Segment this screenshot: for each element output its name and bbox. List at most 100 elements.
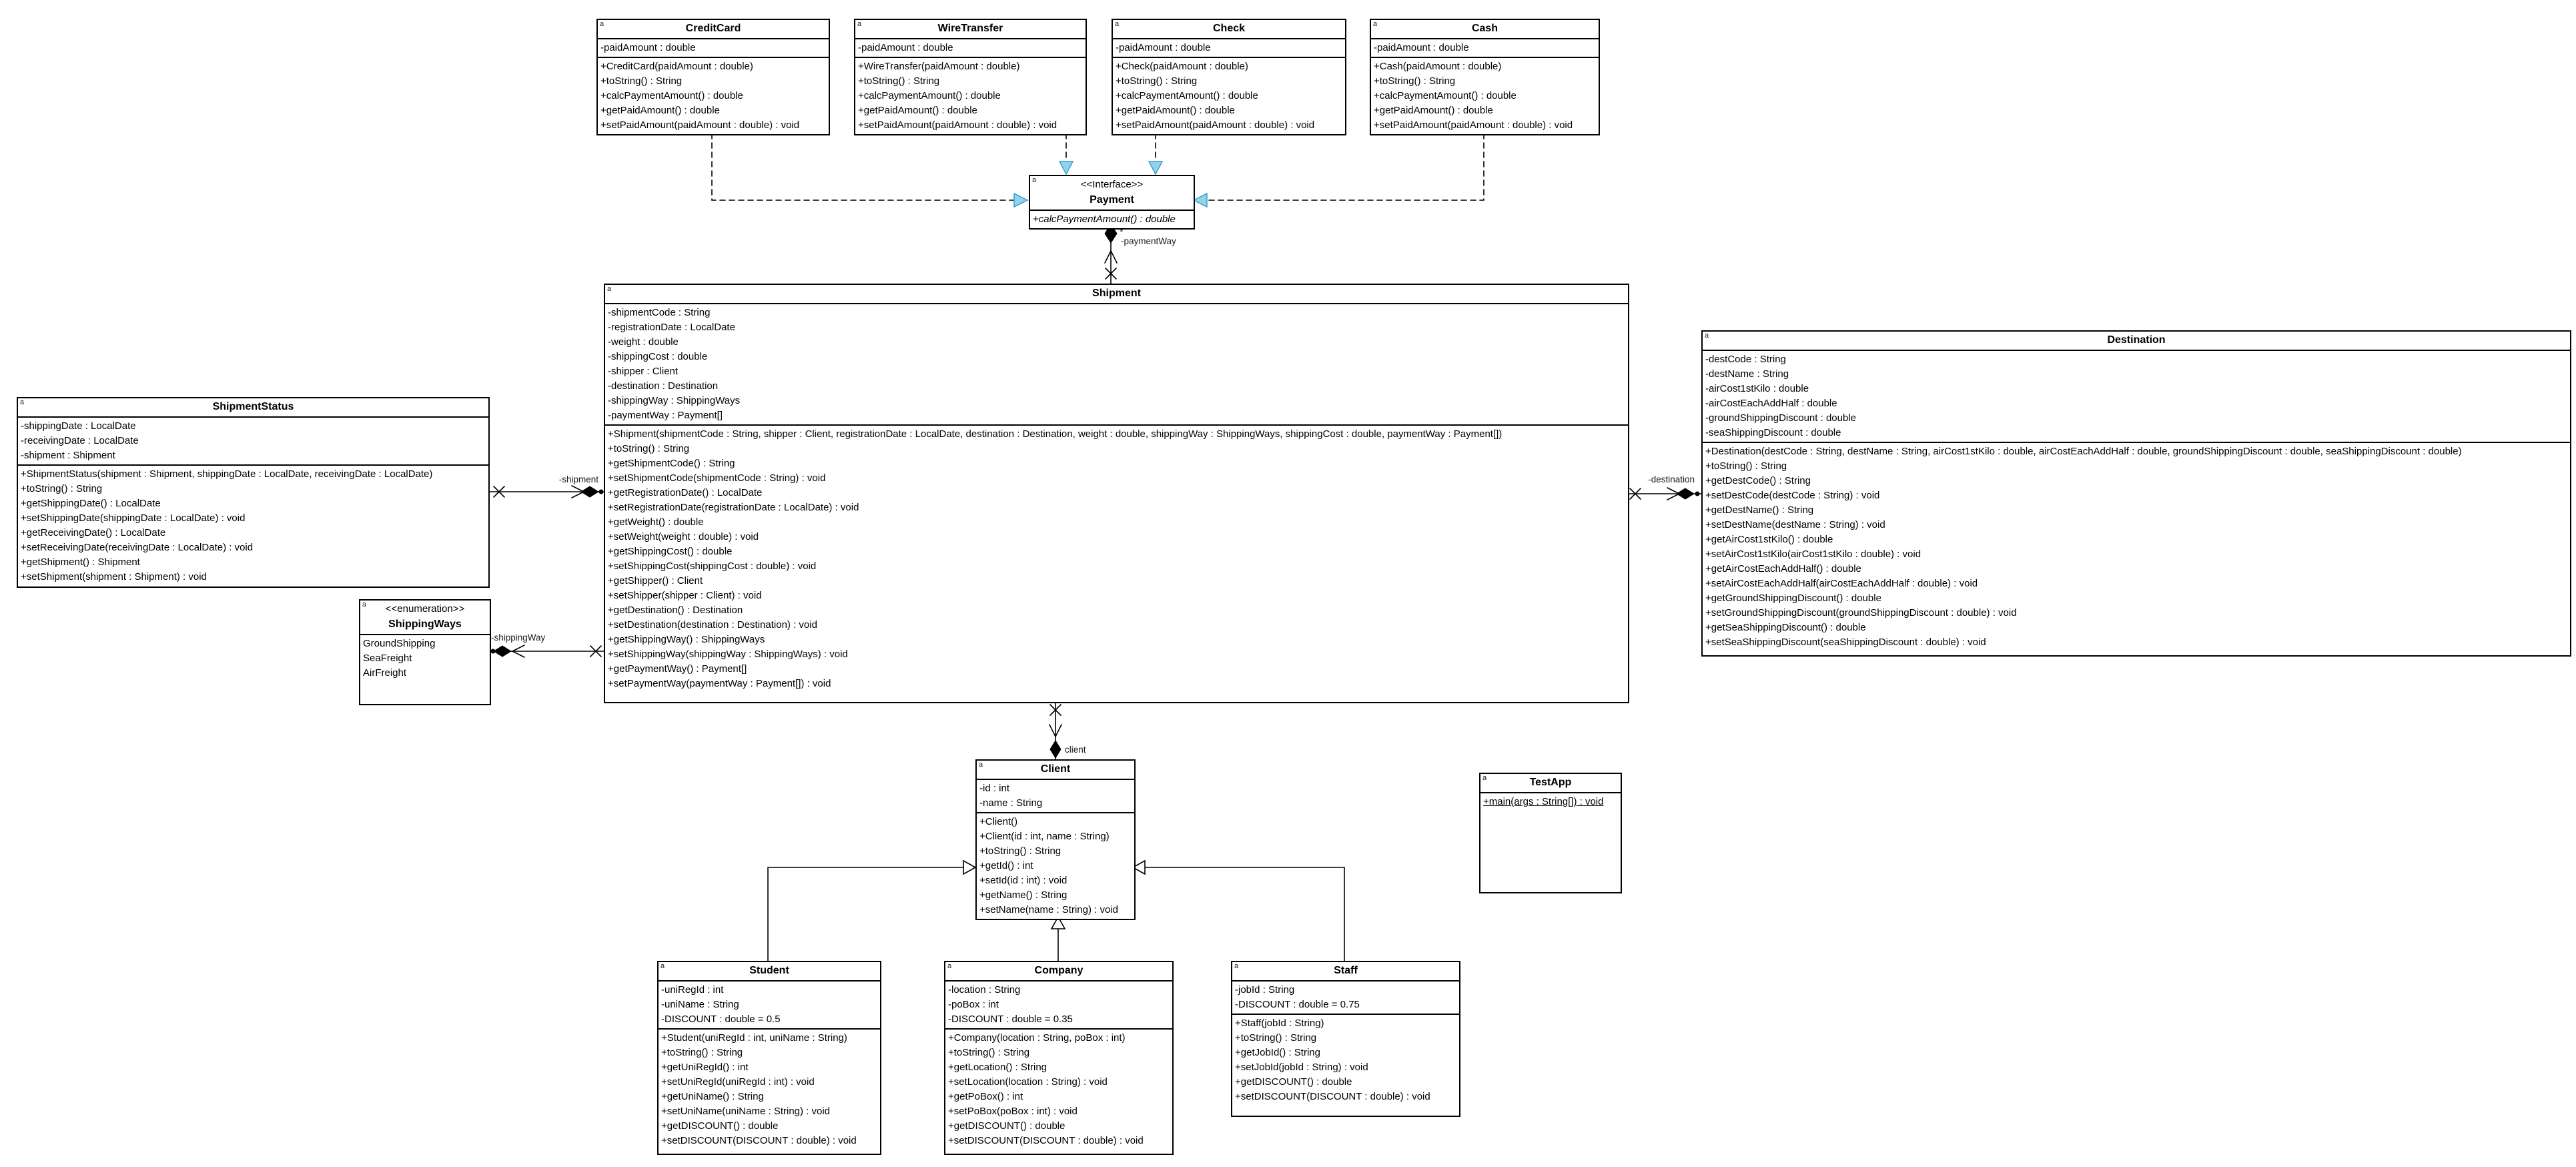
- method-row: +Destination(destCode : String, destName…: [1705, 446, 2462, 457]
- method-row: +Company(location : String, poBox : int): [948, 1032, 1126, 1044]
- edge-label: -destination: [1648, 474, 1695, 484]
- method-row: +setJobId(jobId : String) : void: [1235, 1062, 1368, 1073]
- method-row: +getWeight() : double: [608, 516, 704, 528]
- method-row: +getDestName() : String: [1705, 504, 1814, 516]
- method-row: +setShippingWay(shippingWay : ShippingWa…: [608, 649, 848, 660]
- multiplicity-label: *: [1120, 226, 1124, 238]
- attributes-compartment: -paidAmount : double: [598, 38, 829, 57]
- class-shipmentstatus[interactable]: a ShipmentStatus -shippingDate : LocalDa…: [17, 397, 490, 588]
- composition-shipmentstatus-shipment: -shipment: [488, 474, 604, 498]
- methods-compartment: +WireTransfer(paidAmount : double) +toStr…: [855, 57, 1086, 134]
- realization-creditcard-payment: [711, 133, 1029, 208]
- attribute-row: -jobId : String: [1235, 984, 1295, 996]
- method-row: +setDestination(destination : Destinatio…: [608, 619, 817, 631]
- method-row: +setShipper(shipper : Client) : void: [608, 590, 762, 601]
- corner-marker: a: [1373, 20, 1378, 28]
- x-marker-icon: [1105, 268, 1117, 280]
- open-arrow-icon: [1049, 724, 1062, 738]
- generalization-staff-client: [1132, 859, 1345, 961]
- x-marker-icon: [590, 645, 602, 657]
- method-row: +setPaidAmount(paidAmount : double) : vo…: [1116, 119, 1315, 131]
- class-destination[interactable]: a Destination -destCode : String-destNam…: [1701, 330, 2571, 657]
- method-row: +getLocation() : String: [948, 1062, 1047, 1073]
- attribute-row: -uniRegId : int: [661, 984, 724, 996]
- open-arrow-icon: [1104, 250, 1118, 264]
- edge-dot-icon: [490, 649, 496, 654]
- class-wiretransfer[interactable]: a WireTransfer -paidAmount : double +Wir…: [854, 19, 1087, 135]
- class-company[interactable]: a Company -location : String-poBox : int…: [944, 961, 1174, 1155]
- method-row: +setDestCode(destCode : String) : void: [1705, 490, 1880, 501]
- method-row: +toString() : String: [979, 845, 1061, 857]
- enumeration-shippingways[interactable]: a <<enumeration>> ShippingWays GroundShi…: [359, 599, 491, 705]
- composition-diamond-icon: [1676, 488, 1695, 500]
- method-row: +getSeaShippingDiscount() : double: [1705, 622, 1866, 633]
- class-title: Cash: [1471, 23, 1498, 34]
- realization-arrow-icon: [1192, 192, 1208, 208]
- class-testapp[interactable]: a TestApp +main(args : String[]) : void: [1479, 773, 1622, 893]
- attribute-row: -DISCOUNT : double = 0.5: [661, 1014, 781, 1025]
- method-row: +setPaidAmount(paidAmount : double) : vo…: [1374, 119, 1573, 131]
- method-row: +setSeaShippingDiscount(seaShippingDisco…: [1705, 637, 1986, 648]
- method-row: +getReceivingDate() : LocalDate: [21, 527, 166, 538]
- method-row: +toString() : String: [858, 75, 940, 87]
- method-row: +getAirCostEachAddHalf() : double: [1705, 563, 1861, 574]
- corner-marker: a: [857, 20, 862, 28]
- attribute-row: -DISCOUNT : double = 0.35: [948, 1014, 1073, 1025]
- attribute-row: -poBox : int: [948, 999, 999, 1010]
- method-row: +WireTransfer(paidAmount : double): [858, 61, 1020, 72]
- composition-diamond-icon: [1049, 740, 1061, 759]
- method-row: +calcPaymentAmount() : double: [600, 90, 743, 101]
- corner-marker: a: [979, 761, 983, 769]
- composition-diamond-icon: [493, 645, 512, 657]
- method-row: +getRegistrationDate() : LocalDate: [608, 487, 763, 498]
- class-shipment[interactable]: a Shipment -shipmentCode : String-regist…: [604, 284, 1629, 703]
- method-row: +getPaidAmount() : double: [858, 105, 977, 116]
- attribute-row: -paidAmount : double: [1374, 42, 1469, 53]
- method-row: +setDISCOUNT(DISCOUNT : double) : void: [1235, 1091, 1430, 1102]
- class-check[interactable]: a Check -paidAmount : double +Check(paid…: [1112, 19, 1346, 135]
- class-title: ShippingWays: [388, 619, 462, 630]
- method-row: +getDestCode() : String: [1705, 475, 1811, 486]
- composition-payment-shipment: * -paymentWay: [1104, 224, 1176, 286]
- class-client[interactable]: a Client -id : int-name : String +Client…: [975, 759, 1136, 920]
- method-row: +setShipmentCode(shipmentCode : String) …: [608, 472, 826, 484]
- class-title: Student: [749, 965, 789, 976]
- method-row: +setPoBox(poBox : int) : void: [948, 1106, 1078, 1117]
- attribute-row: -destName : String: [1705, 368, 1789, 380]
- methods-compartment: +Company(location : String, poBox : int)…: [945, 1028, 1172, 1154]
- method-row: +setId(id : int) : void: [979, 875, 1067, 886]
- method-row: +getName() : String: [979, 889, 1067, 901]
- class-cash[interactable]: a Cash -paidAmount : double +Cash(paidAm…: [1370, 19, 1600, 135]
- x-marker-icon: [493, 486, 505, 498]
- attribute-row: -destination : Destination: [608, 380, 719, 392]
- class-creditcard[interactable]: a CreditCard -paidAmount : double +Credi…: [596, 19, 830, 135]
- corner-marker: a: [1705, 332, 1709, 340]
- attributes-compartment: -destCode : String-destName : String-air…: [1703, 350, 2570, 442]
- attributes-compartment: -paidAmount : double: [855, 38, 1086, 57]
- methods-compartment: +Client()+Client(id : int, name : String…: [977, 812, 1134, 919]
- method-row: +getDISCOUNT() : double: [1235, 1076, 1352, 1088]
- method-row: +getJobId() : String: [1235, 1047, 1320, 1058]
- composition-shipment-destination: -destination: [1626, 474, 1702, 500]
- attributes-compartment: -id : int-name : String: [977, 779, 1134, 812]
- generalization-student-client: [767, 859, 977, 961]
- stereotype-label: <<Interface>>: [1080, 179, 1144, 190]
- method-row: +Cash(paidAmount : double): [1374, 61, 1502, 72]
- attribute-row: -airCost1stKilo : double: [1705, 383, 1809, 394]
- corner-marker: a: [1234, 962, 1239, 970]
- class-student[interactable]: a Student -uniRegId : int-uniName : Stri…: [657, 961, 881, 1155]
- stereotype-label: <<enumeration>>: [385, 603, 465, 615]
- class-title: Destination: [2107, 334, 2166, 346]
- realization-arrow-icon: [1013, 192, 1029, 208]
- corner-marker: a: [362, 601, 367, 609]
- method-row: +toString() : String: [21, 483, 103, 494]
- attribute-row: -airCostEachAddHalf : double: [1705, 398, 1837, 409]
- class-staff[interactable]: a Staff -jobId : String-DISCOUNT : doubl…: [1231, 961, 1460, 1117]
- method-row: +setPaidAmount(paidAmount : double) : vo…: [600, 119, 800, 131]
- interface-payment[interactable]: a <<Interface>> Payment +calcPaymentAmou…: [1029, 175, 1195, 230]
- enum-literal-row: GroundShipping: [363, 638, 436, 649]
- edge-label: client: [1065, 745, 1086, 755]
- attribute-row: -paidAmount : double: [600, 42, 696, 53]
